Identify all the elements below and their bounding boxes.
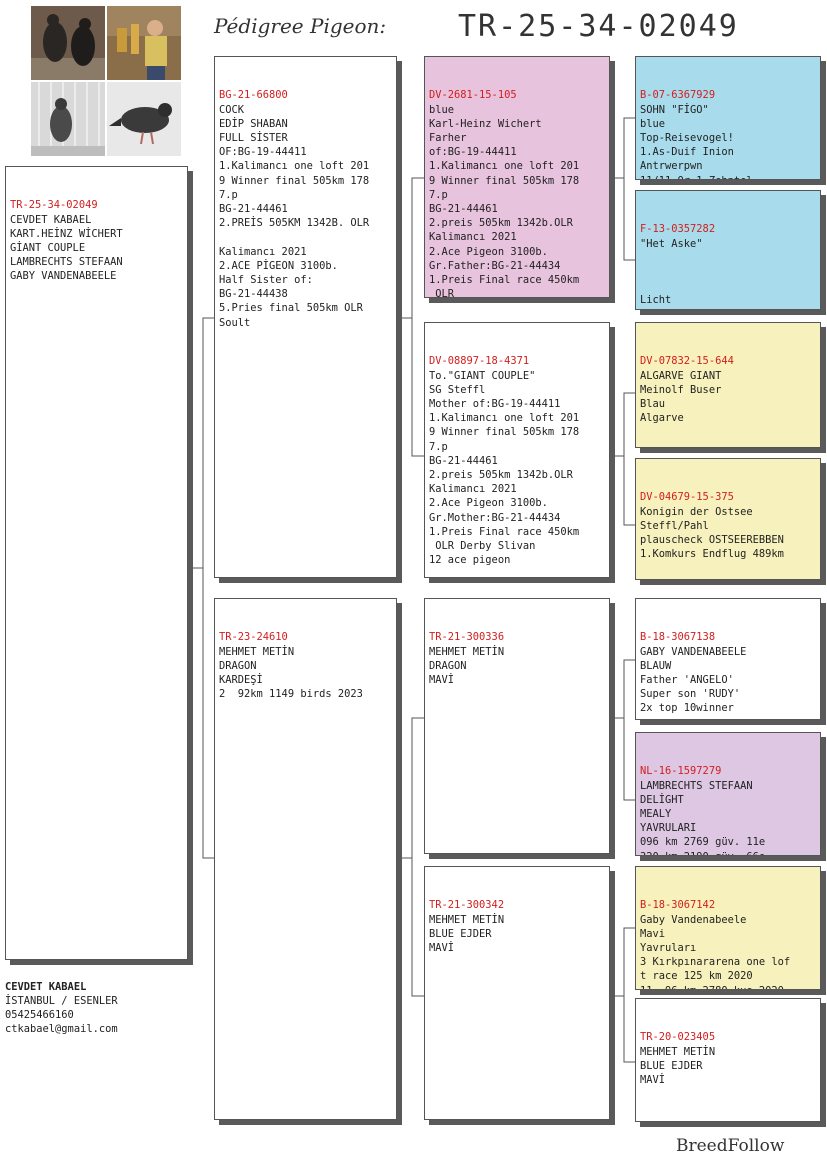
subject-ring: TR-25-34-02049 (10, 199, 98, 212)
dam-ring: TR-23-24610 (219, 631, 288, 644)
ggp-ring: B-18-3067142 (640, 899, 716, 912)
dam-details: MEHMET METİN DRAGON KARDEŞİ 2 92km 1149 … (219, 645, 363, 701)
ggp-details: Konigin der Ostsee Steffl/Pahl plauschec… (640, 505, 784, 561)
sire-ring: BG-21-66800 (219, 89, 288, 102)
gp-ring: TR-21-300342 (429, 899, 505, 912)
pigeon-standing-photo (107, 82, 181, 156)
owner-name: CEVDET KABAEL (5, 981, 87, 993)
gp-ring: DV-08897-18-4371 (429, 355, 530, 368)
gp-details: MEHMET METİN BLUE EJDER MAVİ (429, 913, 505, 955)
ggp-ring: DV-07832-15-644 (640, 355, 734, 368)
ggp-details: ALGARVE GIANT Meinolf Buser Blau Algarve (640, 369, 722, 425)
ggp-ring: TR-20-023405 (640, 1031, 716, 1044)
ggp-card-2[interactable]: F-13-0357282"Het Aske" Licht 3.Beste Jun… (635, 190, 821, 310)
owner-phone: 05425466160 (5, 1009, 74, 1021)
ggp-details: Gaby Vandenabeele Mavi Yavruları 3 Kırkp… (640, 913, 791, 989)
gp-details: MEHMET METİN DRAGON MAVİ (429, 645, 505, 687)
gp-ring: DV-2681-15-105 (429, 89, 517, 102)
subject-details: CEVDET KABAEL KART.HEİNZ WİCHERT GİANT C… (10, 213, 123, 283)
owner-info: CEVDET KABAEL İSTANBUL / ESENLER 0542546… (5, 980, 118, 1036)
ggp-details: SOHN "FİGO" blue Top-Reisevogel! 1.As-Du… (640, 103, 753, 179)
ggp-ring: DV-04679-15-375 (640, 491, 734, 504)
owner-trophy-photo (107, 6, 181, 80)
gp-ring: TR-21-300336 (429, 631, 505, 644)
main-ring-number: TR-25-34-02049 (458, 9, 739, 44)
two-pigeons-photo (31, 6, 105, 80)
ggp-ring: F-13-0357282 (640, 223, 716, 236)
sire-details: COCK EDİP SHABAN FULL SİSTER OF:BG-19-44… (219, 103, 370, 329)
ggp-details: "Het Aske" Licht 3.Beste Jungtaube RV+FG… (640, 237, 746, 309)
owner-city: İSTANBUL / ESENLER (5, 995, 118, 1007)
ggp-ring: NL-16-1597279 (640, 765, 722, 778)
ggp-ring: B-18-3067138 (640, 631, 716, 644)
page-title: Pédigree Pigeon: (214, 14, 387, 38)
owner-email: ctkabael@gmail.com (5, 1023, 118, 1035)
gp-details: To."GIANT COUPLE" SG Steffl Mother of:BG… (429, 369, 580, 567)
ggp-ring: B-07-6367929 (640, 89, 716, 102)
brand-logo: BreedFollow (676, 1136, 785, 1156)
pigeon-cage-photo (31, 82, 105, 156)
gp-details: blue Karl-Heinz Wichert Farher of:BG-19-… (429, 103, 580, 298)
ggp-details: MEHMET METİN BLUE EJDER MAVİ (640, 1045, 716, 1087)
ggp-details: LAMBRECHTS STEFAAN DELİGHT MEALY YAVRULA… (640, 779, 766, 855)
ggp-details: GABY VANDENABEELE BLAUW Father 'ANGELO' … (640, 645, 747, 715)
